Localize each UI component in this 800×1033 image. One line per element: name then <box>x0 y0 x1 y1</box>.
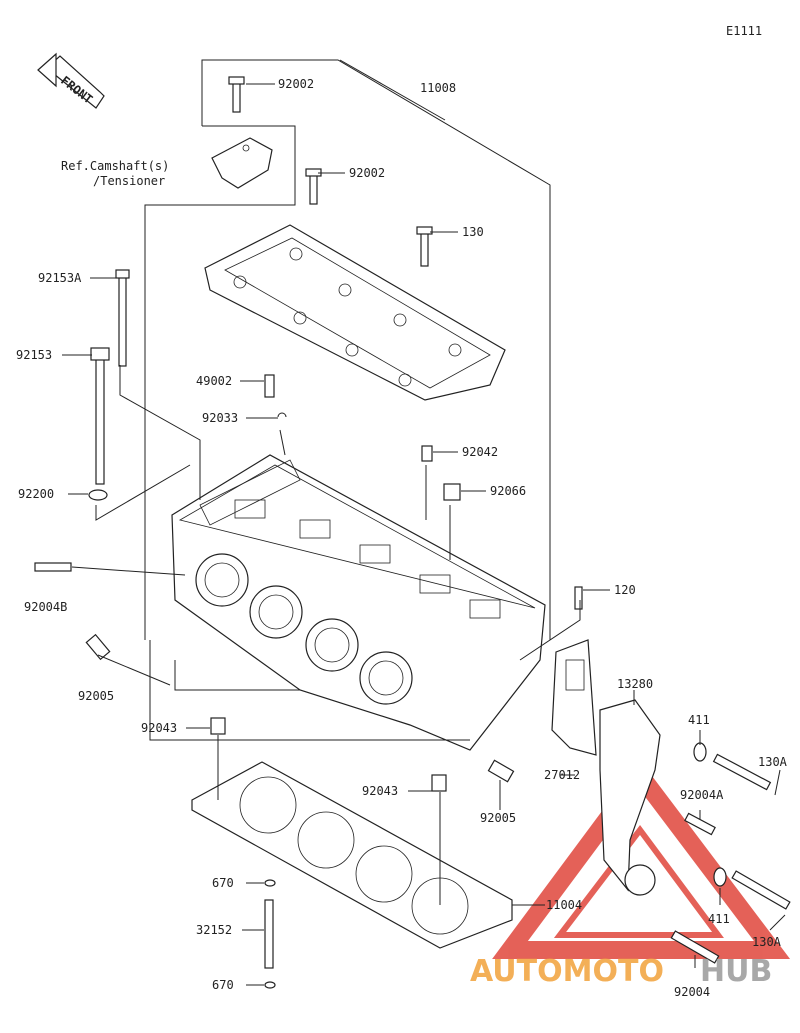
watermark-text: AUTOMOTO HUB <box>470 954 772 989</box>
part-label-92043b: 92043 <box>362 784 398 798</box>
part-label-120: 120 <box>614 583 636 597</box>
part-label-411a: 411 <box>688 713 710 727</box>
tensioner-bracket <box>211 137 273 189</box>
part-label-92042: 92042 <box>462 445 498 459</box>
part-label-11004: 11004 <box>546 898 582 912</box>
part-label-670b: 670 <box>212 978 234 992</box>
part-label-92002a: 92002 <box>278 77 314 91</box>
head-gasket <box>191 761 513 949</box>
front-arrow-icon: FRONT <box>37 52 105 109</box>
part-label-670a: 670 <box>212 876 234 890</box>
watermark-automoto: AUTOMOTO <box>470 954 664 989</box>
part-label-92005a: 92005 <box>78 689 114 703</box>
part-label-92004B: 92004B <box>24 600 67 614</box>
part-label-92153A: 92153A <box>38 271 82 285</box>
camshaft-holder <box>204 224 506 401</box>
part-label-92033: 92033 <box>202 411 238 425</box>
part-label-92153: 92153 <box>16 348 52 362</box>
watermark-logo <box>492 759 791 959</box>
part-label-411b: 411 <box>708 912 730 926</box>
part-label-92200: 92200 <box>18 487 54 501</box>
watermark-hub: HUB <box>700 954 772 989</box>
part-label-92043a: 92043 <box>141 721 177 735</box>
part-labels: E1111 Ref.Camshaft(s) /Tensioner 92002 1… <box>16 24 788 999</box>
part-label-27012: 27012 <box>544 768 580 782</box>
part-label-92002b: 92002 <box>349 166 385 180</box>
part-label-11008: 11008 <box>420 81 456 95</box>
diagram-code: E1111 <box>726 24 762 38</box>
leader-lines <box>62 59 786 986</box>
part-label-92004A: 92004A <box>680 788 724 802</box>
part-label-92005b: 92005 <box>480 811 516 825</box>
part-label-49002: 49002 <box>196 374 232 388</box>
part-label-32152: 32152 <box>196 923 232 937</box>
part-label-130: 130 <box>462 225 484 239</box>
ref-note-line2: /Tensioner <box>93 174 165 188</box>
part-label-92004: 92004 <box>674 985 710 999</box>
exhaust-ports <box>195 553 413 705</box>
engine-mount-bracket <box>551 639 661 896</box>
small-parts <box>34 76 791 989</box>
part-label-92066: 92066 <box>490 484 526 498</box>
part-label-130Ab: 130A <box>752 935 782 949</box>
ref-note-line1: Ref.Camshaft(s) <box>61 159 169 173</box>
cylinder-head <box>171 454 546 751</box>
part-label-130Aa: 130A <box>758 755 788 769</box>
part-label-13280: 13280 <box>617 677 653 691</box>
